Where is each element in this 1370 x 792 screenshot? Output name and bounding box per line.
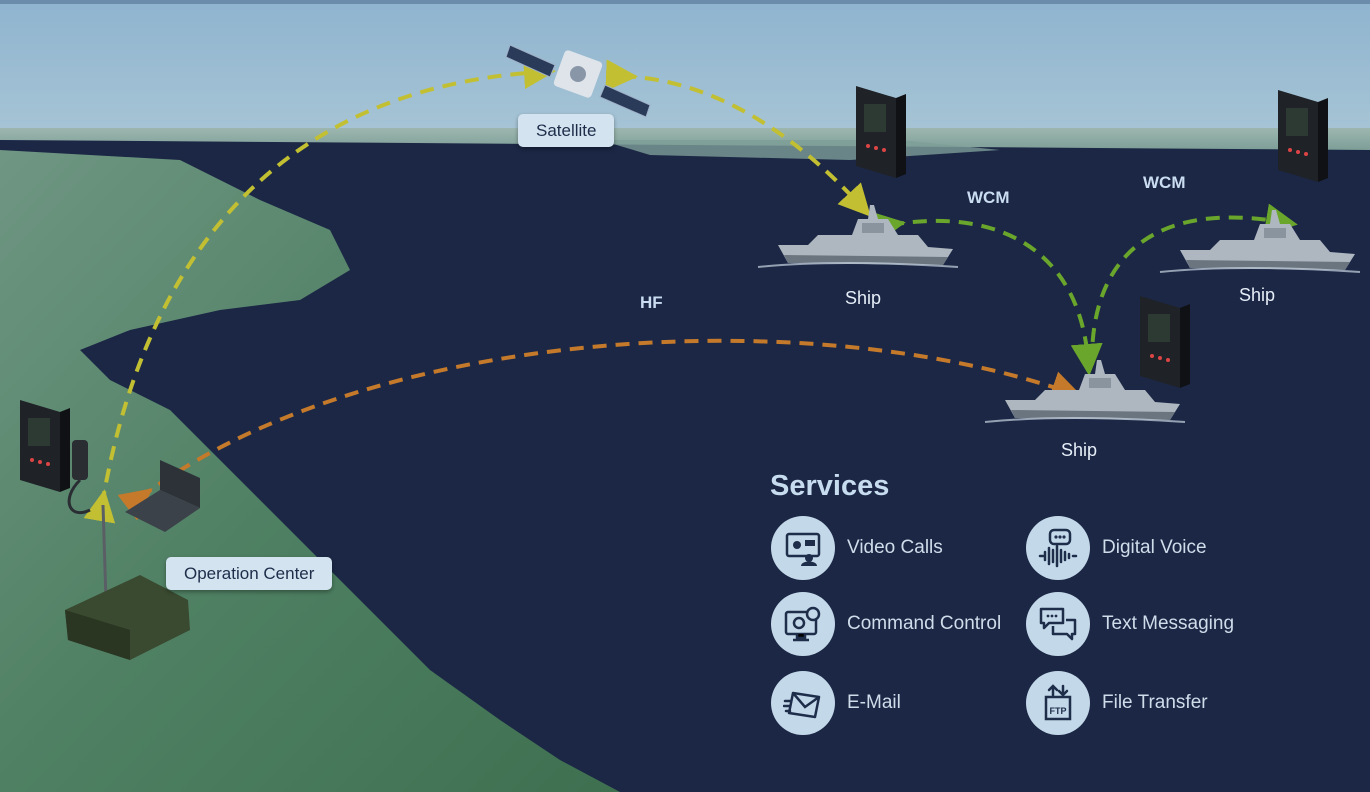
handset-icon: [67, 440, 91, 515]
wcm-link-label: WCM: [1143, 173, 1186, 192]
operation-center-label: Operation Center: [166, 557, 333, 590]
ship-label: Ship: [1061, 440, 1098, 460]
ship-label: Ship: [845, 288, 882, 308]
service-label: Command Control: [847, 613, 1002, 634]
hf-link-label: HF: [640, 293, 663, 312]
wcm-link-1: [871, 211, 1103, 376]
wcm-link-label: WCM: [967, 188, 1010, 207]
ship-label: Ship: [1239, 285, 1276, 305]
service-label: Video Calls: [847, 537, 943, 558]
tent-icon: [65, 575, 190, 660]
service-file-transfer: FTP File Transfer: [1026, 671, 1208, 735]
ftp-icon: FTP: [1026, 671, 1090, 735]
services-title: Services: [770, 470, 890, 502]
service-label: Digital Voice: [1102, 537, 1207, 558]
command-control-icon: [771, 592, 835, 656]
service-email: E-Mail: [771, 671, 901, 735]
radio-terminal-icon: [856, 86, 906, 178]
wcm-link-2: [1089, 203, 1298, 366]
service-digital-voice: Digital Voice: [1026, 516, 1207, 580]
service-label: E-Mail: [847, 692, 901, 713]
digital-voice-icon: [1026, 516, 1090, 580]
satellite-label: Satellite: [518, 114, 615, 147]
hf-link: [117, 338, 1084, 521]
service-label: Text Messaging: [1102, 613, 1235, 634]
text-messaging-icon: [1026, 592, 1090, 656]
satellite-link-ship: [605, 59, 871, 217]
radio-terminal-icon: [20, 400, 70, 492]
satellite-icon: [505, 44, 651, 118]
antenna-icon: [101, 504, 108, 601]
service-label: File Transfer: [1102, 692, 1208, 713]
laptop-icon: [125, 460, 200, 532]
video-call-icon: [771, 516, 835, 580]
service-video-calls: Video Calls: [771, 516, 943, 580]
email-icon: [771, 671, 835, 735]
service-command-control: Command Control: [771, 592, 1001, 656]
radio-terminal-icon: [1278, 90, 1328, 182]
service-text-messaging: Text Messaging: [1026, 592, 1234, 656]
svg-text:FTP: FTP: [1050, 706, 1067, 716]
radio-terminal-icon: [1140, 296, 1190, 388]
